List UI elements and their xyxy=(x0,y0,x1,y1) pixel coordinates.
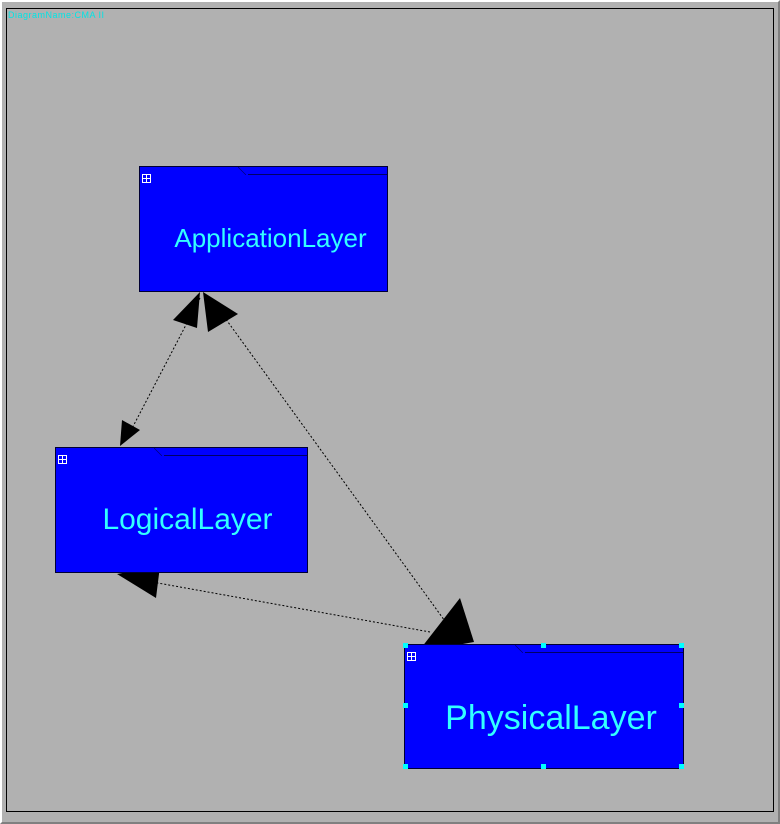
resize-handle-ne[interactable] xyxy=(679,643,684,648)
arrowhead-application-2 xyxy=(203,292,238,332)
package-label: PhysicalLayer xyxy=(445,699,657,737)
arrowhead-logical-2 xyxy=(117,566,160,598)
resize-handle-w[interactable] xyxy=(403,703,408,708)
package-label: ApplicationLayer xyxy=(174,223,367,253)
package-physical-layer[interactable]: PhysicalLayer xyxy=(404,644,684,769)
edge-physical-logical[interactable] xyxy=(129,577,431,633)
package-tab xyxy=(164,448,307,456)
resize-handle-sw[interactable] xyxy=(403,764,408,769)
package-tab-slant xyxy=(515,645,523,653)
expand-icon[interactable] xyxy=(407,652,416,661)
resize-handle-e[interactable] xyxy=(679,703,684,708)
resize-handle-nw[interactable] xyxy=(403,643,408,648)
package-tab-slant xyxy=(238,167,246,175)
arrowhead-application xyxy=(173,292,200,328)
package-label: LogicalLayer xyxy=(102,503,273,536)
package-logical-layer[interactable]: LogicalLayer xyxy=(55,447,308,573)
expand-icon[interactable] xyxy=(58,455,67,464)
arrowhead-logical xyxy=(120,420,140,446)
diagram-caption: DiagramName:CMA II xyxy=(8,10,105,20)
resize-handle-s[interactable] xyxy=(541,764,546,769)
expand-icon[interactable] xyxy=(142,174,151,183)
package-tab xyxy=(525,645,683,653)
resize-handle-se[interactable] xyxy=(679,764,684,769)
edge-application-physical[interactable] xyxy=(211,299,451,629)
resize-handle-n[interactable] xyxy=(541,643,546,648)
arrowhead-physical xyxy=(418,598,474,652)
package-tab xyxy=(248,167,387,175)
package-application-layer[interactable]: ApplicationLayer xyxy=(139,166,388,292)
package-tab-slant xyxy=(154,448,162,456)
